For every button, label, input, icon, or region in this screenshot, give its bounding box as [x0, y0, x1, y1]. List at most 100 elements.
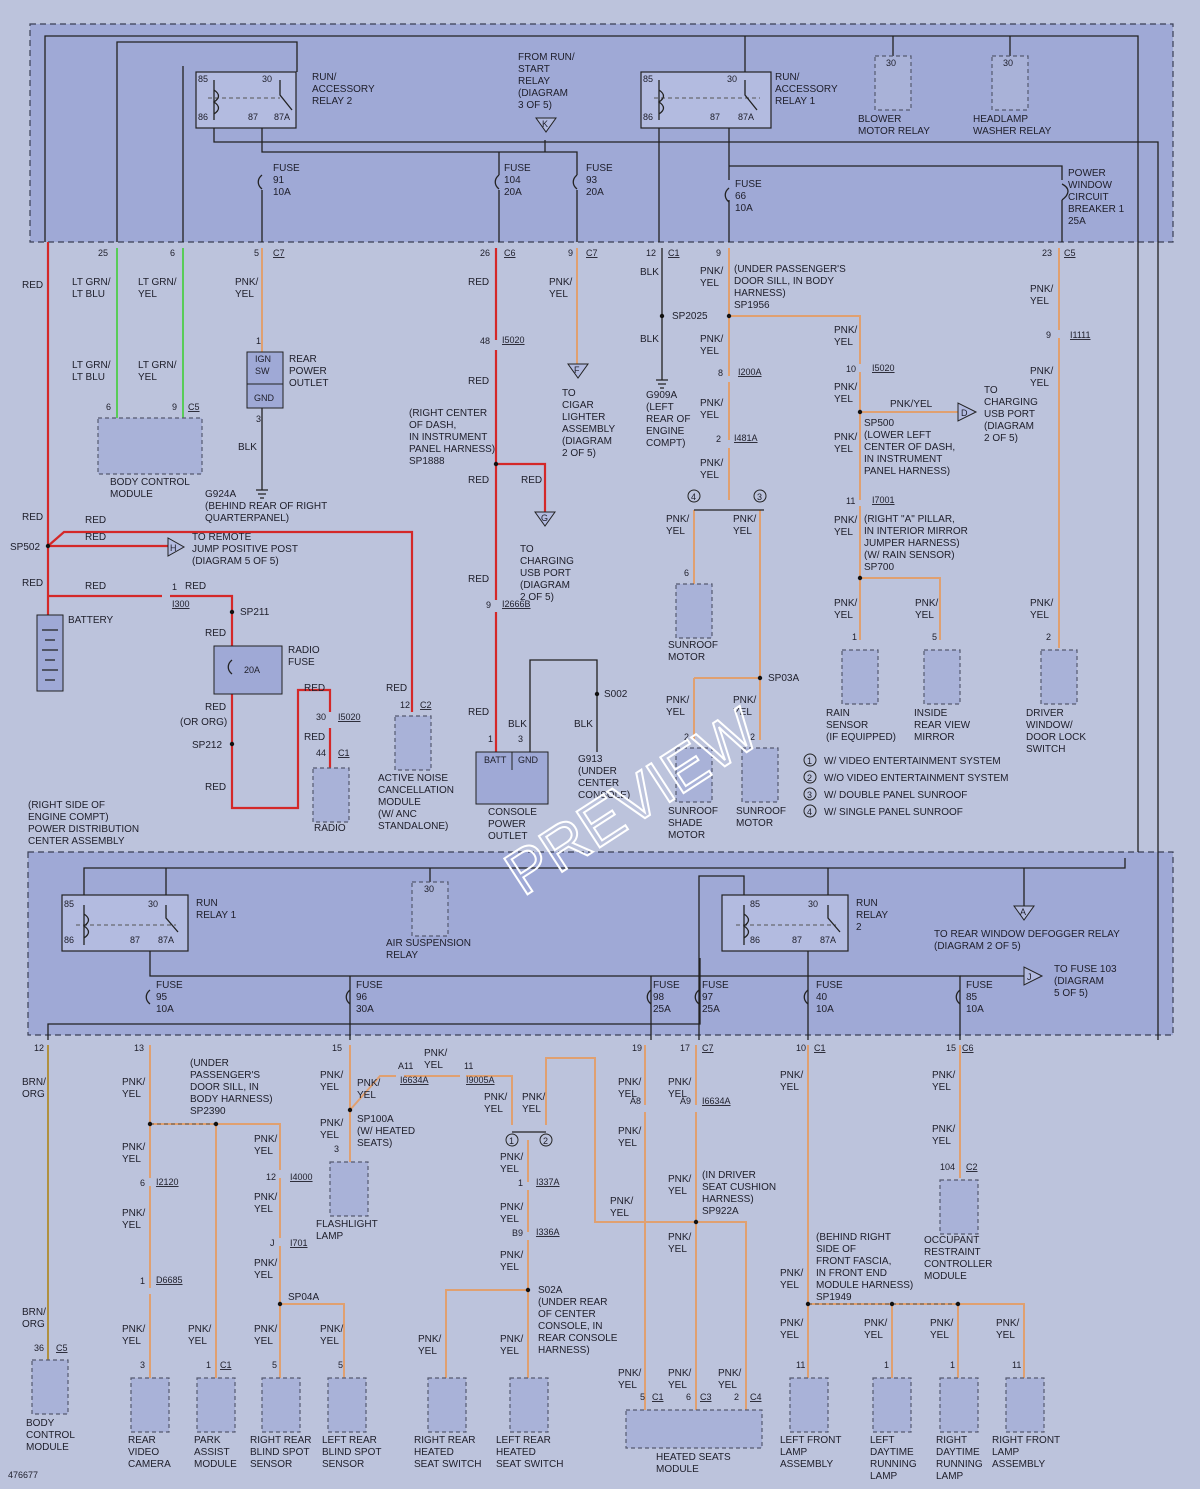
label: A11: [398, 1061, 413, 1071]
label: J: [1027, 972, 1032, 982]
label: G: [541, 513, 548, 523]
label: 3: [518, 734, 523, 744]
label: LT GRN/LT BLU: [72, 277, 111, 300]
label: PNK/YEL: [668, 1232, 692, 1255]
label: I5020: [502, 335, 525, 345]
flag-g: [534, 511, 556, 527]
label: PNK/YEL: [549, 277, 573, 300]
fuse-91: [257, 174, 263, 190]
label: 87: [248, 112, 258, 122]
label: PNK/YEL: [733, 695, 757, 718]
label: 15: [332, 1043, 342, 1053]
label: LT GRN/LT BLU: [72, 360, 111, 383]
label: PNK/YEL: [718, 1368, 742, 1391]
label: 12: [34, 1043, 44, 1053]
label: PNK/YEL: [890, 399, 933, 410]
label: SP502: [10, 542, 40, 553]
label: C2: [420, 700, 432, 710]
label: I200A: [738, 367, 762, 377]
rain-sensor: [841, 649, 879, 705]
blower-motor-relay: [874, 55, 912, 111]
label: C1: [338, 748, 350, 758]
run-relay-1: 85 30 86 87 87A: [61, 894, 189, 952]
label: 3: [140, 1360, 145, 1370]
fuse-96: [345, 989, 351, 1005]
label: GND: [518, 755, 539, 765]
label: PNK/YEL: [668, 1368, 692, 1391]
left-daytime-running-lamp: [872, 1377, 912, 1433]
label: PNK/YEL: [668, 1077, 692, 1100]
label: 3: [807, 790, 812, 800]
label: PNK/YEL: [700, 458, 724, 481]
label: PNK/YEL: [780, 1268, 804, 1291]
label: C1: [652, 1392, 664, 1402]
label: 1: [509, 1136, 514, 1146]
label: 44: [316, 748, 326, 758]
label: PNK/YEL: [834, 432, 858, 455]
label: W/ SINGLE PANEL SUNROOF: [824, 807, 963, 818]
label: 6: [686, 1392, 691, 1402]
label: PNK/YEL: [618, 1126, 642, 1149]
label: 5: [932, 632, 937, 642]
right-daytime-running-lamp: [939, 1377, 979, 1433]
label: PNK/YEL: [930, 1318, 954, 1341]
label: PNK/YEL: [500, 1250, 524, 1273]
run-accessory-relay-2: 85 30 86 87 87A: [195, 71, 297, 129]
label: PNK/YEL: [618, 1368, 642, 1391]
label: 17: [680, 1043, 690, 1053]
label: A: [1020, 907, 1026, 917]
label: 87A: [274, 112, 290, 122]
label: I4000: [290, 1172, 313, 1182]
label: BLK: [574, 719, 593, 730]
label: W/ DOUBLE PANEL SUNROOF: [824, 790, 967, 801]
label: 87: [710, 112, 720, 122]
label: 23: [1042, 248, 1052, 258]
label: SP212: [192, 740, 222, 751]
label: C7: [586, 248, 598, 258]
label: PNK/YEL: [834, 325, 858, 348]
flag-j: [1023, 966, 1044, 986]
fuse-85: [955, 989, 961, 1005]
label: BLK: [508, 719, 527, 730]
label: 1: [807, 756, 812, 766]
label: PNK/YEL: [500, 1202, 524, 1225]
fuse-98: [646, 989, 652, 1005]
label: 4: [691, 492, 696, 502]
label: RED: [386, 683, 407, 694]
label: 30: [316, 712, 326, 722]
label: PNK/YEL: [188, 1324, 212, 1347]
label: 4: [807, 807, 812, 817]
label: PNK/YEL: [1030, 598, 1054, 621]
label: S002: [604, 689, 628, 700]
label: 1: [884, 1360, 889, 1370]
label: 30: [262, 74, 272, 84]
sunroof-shade-motor: [675, 747, 713, 803]
label: F: [574, 365, 580, 375]
label: 9: [1046, 330, 1051, 340]
label: 19: [632, 1043, 642, 1053]
active-noise-cancellation-module: [394, 715, 432, 771]
label: PNK/YEL: [500, 1334, 524, 1357]
label: I337A: [536, 1177, 560, 1187]
label: 12: [400, 700, 410, 710]
